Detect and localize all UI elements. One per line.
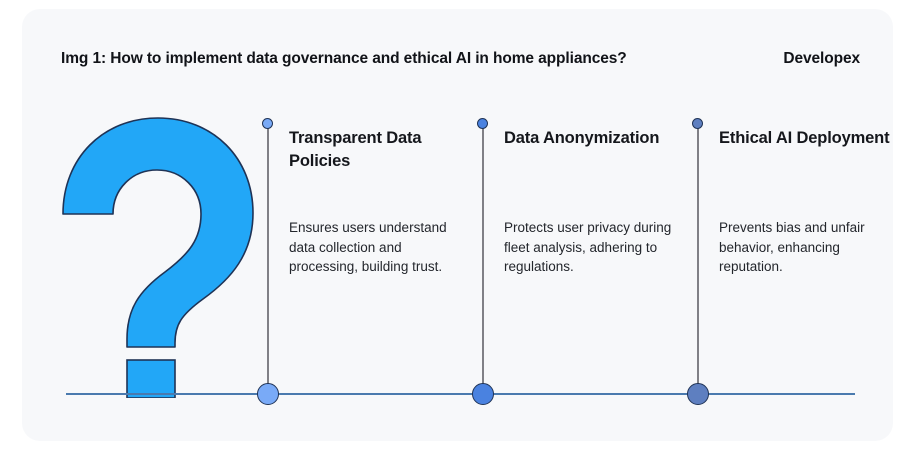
timeline-item-heading: Ethical AI Deployment <box>719 129 890 147</box>
timeline-dot-top <box>262 118 273 129</box>
question-mark-hook <box>62 117 254 348</box>
question-mark-icon <box>62 117 254 398</box>
timeline-dot-top <box>692 118 703 129</box>
question-mark-dot <box>126 359 176 398</box>
timeline-connector <box>482 126 484 398</box>
timeline-axis <box>66 393 855 395</box>
page-title: Img 1: How to implement data governance … <box>61 50 627 67</box>
timeline-dot-top <box>477 118 488 129</box>
timeline-item-body: Ensures users understand data collection… <box>289 220 447 274</box>
timeline-dot-bottom <box>472 383 494 405</box>
timeline-item-heading: Data Anonymization <box>504 129 660 147</box>
timeline-item-body: Prevents bias and unfair behavior, enhan… <box>719 220 865 274</box>
timeline-item-body: Protects user privacy during fleet analy… <box>504 220 672 274</box>
timeline-connector <box>697 126 699 398</box>
timeline-dot-bottom <box>257 383 279 405</box>
timeline-item-heading: Transparent Data Policies <box>289 129 422 170</box>
brand-logo-text: Developex <box>783 50 860 67</box>
timeline-dot-bottom <box>687 383 709 405</box>
timeline-connector <box>267 126 269 398</box>
